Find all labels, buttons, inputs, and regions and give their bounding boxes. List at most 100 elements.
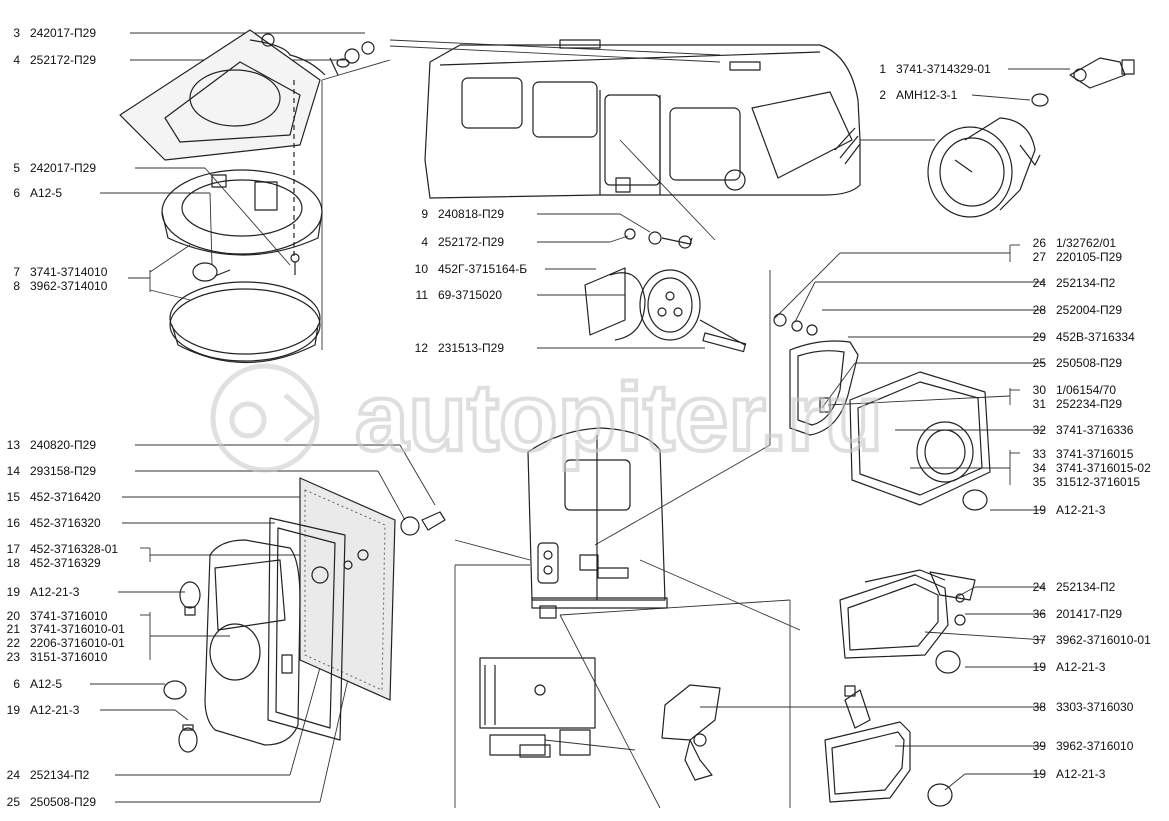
callout-number: 15 xyxy=(6,490,20,504)
callout-code: 2206-3716010-01 xyxy=(30,636,125,650)
callout-number: 1 xyxy=(879,62,886,76)
callout-code: 252134-П2 xyxy=(1056,276,1116,290)
callout-number: 35 xyxy=(1032,475,1046,489)
callout: 24 252134-П2 xyxy=(1024,580,1116,594)
callout: 11 69-3715020 xyxy=(408,288,503,302)
callout-number: 39 xyxy=(1032,739,1046,753)
callout: 30 1/06154/70 xyxy=(1024,383,1116,397)
callout-code: 1/06154/70 xyxy=(1056,383,1117,397)
callout-number: 11 xyxy=(415,288,428,302)
fog-lamp-39 xyxy=(824,685,953,807)
callout-code: 69-3715020 xyxy=(438,288,503,302)
callout: 32 3741-3716336 xyxy=(1024,423,1134,437)
callout-number: 6 xyxy=(13,186,20,200)
callout-number: 30 xyxy=(1032,383,1046,397)
callout-code: 3741-3716015 xyxy=(1056,447,1134,461)
callout-code: 452-3716420 xyxy=(30,490,101,504)
callout-number: 25 xyxy=(6,795,20,809)
fog-lamp-37 xyxy=(839,569,976,674)
callout-code: А12-5 xyxy=(30,186,63,200)
callout-number: 7 xyxy=(13,265,20,279)
callout-code: 3151-3716010 xyxy=(30,650,108,664)
callout-number: 36 xyxy=(1032,607,1046,621)
callout-code: 201417-П29 xyxy=(1056,607,1123,621)
van-side-view xyxy=(424,39,861,199)
callout-code: 250508-П29 xyxy=(1056,356,1123,370)
callout-number: 32 xyxy=(1032,423,1046,437)
callout-number: 24 xyxy=(1032,580,1046,594)
callout-code: 3741-3714329-01 xyxy=(896,62,991,76)
callout-code: 3741-3716336 xyxy=(1056,423,1134,437)
callout-code: 452Г-3715164-Б xyxy=(438,262,528,276)
callout-code: 252172-П29 xyxy=(30,53,97,67)
gauge-assembly xyxy=(927,57,1135,218)
callout-number: 12 xyxy=(414,341,428,355)
callout-number: 20 xyxy=(6,609,20,623)
leader-lines-right xyxy=(321,39,1070,809)
callout-code: А12-21-3 xyxy=(1056,503,1106,517)
callout-number: 19 xyxy=(1032,660,1046,674)
callout-number: 17 xyxy=(6,542,20,556)
callout-number: 21 xyxy=(6,622,20,636)
callout-number: 3 xyxy=(13,26,20,40)
callout-number: 19 xyxy=(6,703,20,717)
callout-number: 4 xyxy=(421,235,428,249)
callout-code: 252134-П2 xyxy=(1056,580,1116,594)
callout-code: А12-21-3 xyxy=(1056,767,1106,781)
callout-number: 19 xyxy=(1032,503,1046,517)
callout-number: 34 xyxy=(1032,461,1046,475)
callout-number: 16 xyxy=(6,516,20,530)
callout-code: 3303-3716030 xyxy=(1056,700,1134,714)
callout-code: 31512-3716015 xyxy=(1056,475,1141,489)
callout-code: А12-5 xyxy=(30,677,63,691)
callout-number: 22 xyxy=(6,636,20,650)
callout-code: 3962-3714010 xyxy=(30,279,108,293)
callout: 39 3962-3716010 xyxy=(1024,739,1134,753)
callout-code: 252234-П29 xyxy=(1056,397,1123,411)
callout-code: 240818-П29 xyxy=(438,207,505,221)
callout-code: 293158-П29 xyxy=(30,464,97,478)
callout-code: 452-3716328-01 xyxy=(30,542,119,556)
callout-code: 3741-3716010 xyxy=(30,609,108,623)
callout: 25 250508-П29 xyxy=(1024,356,1122,370)
callout: 15 452-3716420 xyxy=(0,490,101,504)
van-rear-view xyxy=(527,427,668,619)
watermark-logo xyxy=(210,363,320,473)
ceiling-lamp-exploded xyxy=(119,29,375,363)
callout: 26 1/32762/01 xyxy=(1024,236,1116,250)
callout-number: 10 xyxy=(414,262,428,276)
callout: 8 3962-3714010 xyxy=(0,279,107,293)
callout-code: 3962-3716010-01 xyxy=(1056,633,1151,647)
callout-number: 19 xyxy=(6,585,20,599)
callout-number: 4 xyxy=(13,53,20,67)
callout-code: 3962-3716010 xyxy=(1056,739,1134,753)
callout-number: 26 xyxy=(1032,236,1046,250)
callout-code: 452-3716329 xyxy=(30,556,101,570)
callout: 16 452-3716320 xyxy=(0,516,101,530)
callout-number: 29 xyxy=(1032,330,1046,344)
callout: 22 2206-3716010-01 xyxy=(0,636,125,650)
callout-number: 28 xyxy=(1032,303,1046,317)
callout-code: 452-3716320 xyxy=(30,516,101,530)
rear-bumper-detail xyxy=(479,657,596,758)
callout-number: 25 xyxy=(1032,356,1046,370)
callout-number: 8 xyxy=(13,279,20,293)
callout-code: 1/32762/01 xyxy=(1056,236,1117,250)
